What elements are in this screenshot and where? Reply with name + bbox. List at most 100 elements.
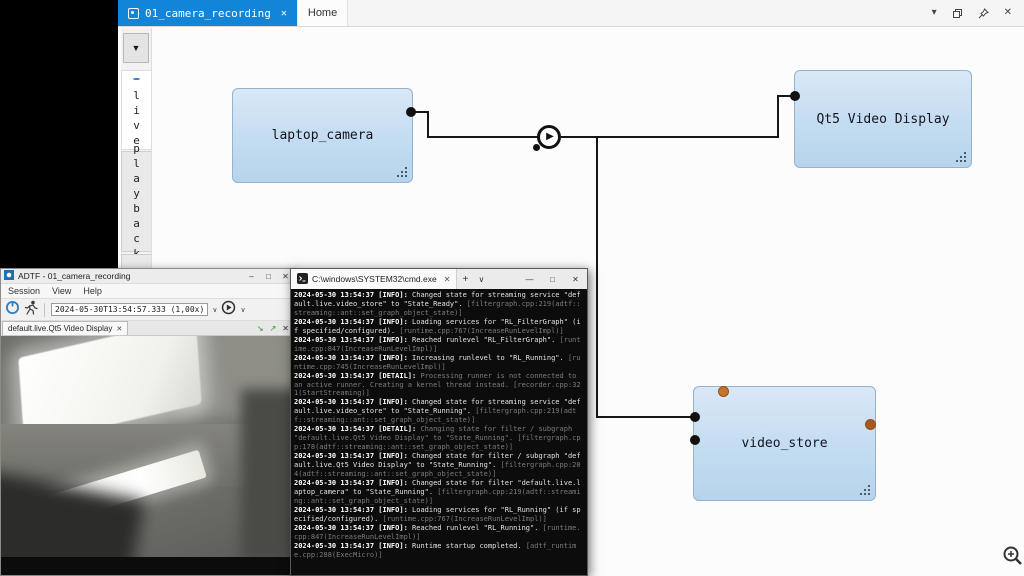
float-arrow-icon[interactable]: ↗: [269, 323, 277, 333]
trigger-play-icon[interactable]: ▶: [537, 125, 561, 149]
tab-label: Home: [307, 7, 338, 19]
tab-bar-window-controls: ▾ ✕: [932, 0, 1024, 26]
connection-edge[interactable]: [427, 136, 539, 138]
close-icon[interactable]: ✕: [116, 325, 123, 333]
maximize-icon[interactable]: □: [266, 271, 271, 281]
node-label: laptop_camera: [271, 128, 374, 143]
connection-edge[interactable]: [596, 416, 692, 418]
resize-grip-icon[interactable]: [868, 493, 870, 495]
menu-help[interactable]: Help: [83, 286, 102, 296]
doc-tab-label: default.live.Qt5 Video Display: [8, 324, 113, 333]
adtf-player-window: ADTF - 01_camera_recording – □ ✕ Session…: [0, 268, 295, 576]
close-icon[interactable]: ✕: [1003, 7, 1012, 18]
log-line: 2024-05-30 13:54:37 [INFO]: Changed stat…: [294, 452, 581, 479]
connection-edge[interactable]: [777, 96, 779, 138]
input-port[interactable]: [790, 91, 800, 101]
new-tab-button[interactable]: +: [462, 273, 469, 285]
sidebar-tab-live[interactable]: live: [121, 70, 151, 150]
adtf-app-icon: [4, 270, 14, 282]
init-session-icon[interactable]: [5, 300, 20, 320]
play-icon: ▶: [546, 131, 554, 142]
chevron-down-icon[interactable]: ▾: [931, 7, 937, 18]
restore-window-icon[interactable]: [952, 8, 963, 19]
pin-icon[interactable]: [978, 7, 989, 19]
triangle-down-icon: ▼: [131, 43, 141, 53]
session-icon: [128, 7, 139, 19]
dock-arrow-icon[interactable]: ↘: [256, 323, 264, 333]
menu-view[interactable]: View: [52, 286, 72, 296]
minimize-icon[interactable]: —: [525, 274, 534, 284]
connection-edge[interactable]: [596, 137, 598, 418]
runner-port[interactable]: [718, 386, 729, 397]
log-line: 2024-05-30 13:54:37 [INFO]: Changed stat…: [294, 291, 581, 317]
terminal-tab[interactable]: C:\windows\SYSTEM32\cmd.exe ✕: [291, 269, 458, 289]
node-laptop-camera[interactable]: laptop_camera: [232, 88, 413, 183]
close-icon[interactable]: ✕: [282, 323, 289, 333]
chevron-down-icon[interactable]: ∨: [212, 306, 218, 314]
tab-qt5-video-display[interactable]: default.live.Qt5 Video Display ✕: [2, 321, 129, 335]
chevron-down-icon[interactable]: ∨: [478, 274, 485, 284]
sidebar-collapse-button[interactable]: ▼: [123, 33, 149, 63]
player-toolbar: 2024-05-30T13:54:57.333 (1,00x) ∨ ∨: [1, 298, 294, 321]
log-line: 2024-05-30 13:54:37 [INFO]: Loading serv…: [294, 505, 581, 523]
terminal-tab-title: C:\windows\SYSTEM32\cmd.exe: [312, 274, 437, 284]
tab-01-camera-recording[interactable]: 01_camera_recording ✕: [118, 0, 297, 26]
input-port[interactable]: [690, 435, 700, 445]
tab-label: 01_camera_recording: [145, 6, 271, 20]
resize-grip-icon[interactable]: [405, 175, 407, 177]
cmd-icon: [297, 272, 308, 286]
close-icon[interactable]: ✕: [280, 7, 287, 19]
video-letterbox: [1, 557, 294, 575]
node-label: video_store: [741, 436, 828, 451]
trigger-port[interactable]: [533, 144, 540, 151]
connection-edge[interactable]: [411, 111, 428, 113]
log-line: 2024-05-30 13:54:37 [DETAIL]: Changing s…: [294, 425, 581, 452]
log-line: 2024-05-30 13:54:37 [INFO]: Runtime star…: [294, 541, 577, 559]
connection-edge[interactable]: [427, 111, 429, 138]
node-qt5-video-display[interactable]: Qt5 Video Display: [794, 70, 972, 168]
play-button[interactable]: [221, 300, 236, 320]
terminal-window-controls: — □ ✕: [518, 269, 587, 289]
close-icon[interactable]: ✕: [572, 274, 579, 284]
connection-edge[interactable]: [561, 136, 779, 138]
canvas-zoom-button[interactable]: [1002, 545, 1024, 567]
active-session-dot: [133, 78, 140, 80]
minimize-icon[interactable]: –: [249, 271, 254, 281]
tab-home[interactable]: Home: [296, 0, 349, 26]
toolbar-separator: [44, 302, 45, 317]
player-window-controls: – □ ✕: [243, 269, 294, 283]
chevron-down-icon[interactable]: ∨: [240, 306, 246, 314]
video-dark-edge: [241, 388, 294, 561]
terminal-title-bar[interactable]: C:\windows\SYSTEM32\cmd.exe ✕ + ∨ — □ ✕: [291, 269, 587, 289]
log-line: 2024-05-30 13:54:37 [INFO]: Loading serv…: [294, 317, 581, 335]
log-line: 2024-05-30 13:54:37 [INFO]: Reached runl…: [294, 523, 581, 541]
player-menu-bar: Session View Help: [1, 284, 294, 298]
close-icon[interactable]: ✕: [443, 274, 451, 284]
terminal-log[interactable]: 2024-05-30 13:54:37 [INFO]: Changed stat…: [291, 289, 587, 575]
menu-session[interactable]: Session: [8, 286, 41, 296]
close-icon[interactable]: ✕: [282, 271, 289, 281]
connection-edge[interactable]: [777, 95, 796, 97]
maximize-icon[interactable]: □: [550, 274, 555, 284]
sidebar-tab-label: live: [130, 89, 143, 149]
sidebar-tab-playback[interactable]: playback: [121, 142, 151, 262]
output-port[interactable]: [406, 107, 416, 117]
doc-tab-controls: ↘ ↗ ✕: [257, 321, 294, 335]
node-video-store[interactable]: video_store: [693, 386, 876, 501]
node-label: Qt5 Video Display: [816, 111, 950, 127]
log-line: 2024-05-30 13:54:37 [INFO]: Changed stat…: [294, 398, 581, 425]
stream-time-display: 2024-05-30T13:54:57.333 (1,00x): [51, 303, 209, 316]
tab-bar-spacer: [348, 0, 931, 26]
resize-grip-icon[interactable]: [964, 160, 966, 162]
run-session-icon[interactable]: [24, 300, 38, 320]
player-doc-tab-bar: default.live.Qt5 Video Display ✕ ↘ ↗ ✕: [1, 321, 294, 336]
input-port[interactable]: [690, 412, 700, 422]
log-line: 2024-05-30 13:54:37 [INFO]: Increasing r…: [294, 353, 581, 371]
magnifier-plus-icon: [1003, 546, 1022, 565]
runner-port[interactable]: [865, 419, 876, 430]
camera-video-feed: [1, 336, 294, 575]
player-title-bar[interactable]: ADTF - 01_camera_recording – □ ✕: [1, 269, 294, 284]
cmd-window: C:\windows\SYSTEM32\cmd.exe ✕ + ∨ — □ ✕ …: [290, 268, 588, 576]
editor-tab-bar: 01_camera_recording ✕ Home ▾ ✕: [118, 0, 1024, 27]
